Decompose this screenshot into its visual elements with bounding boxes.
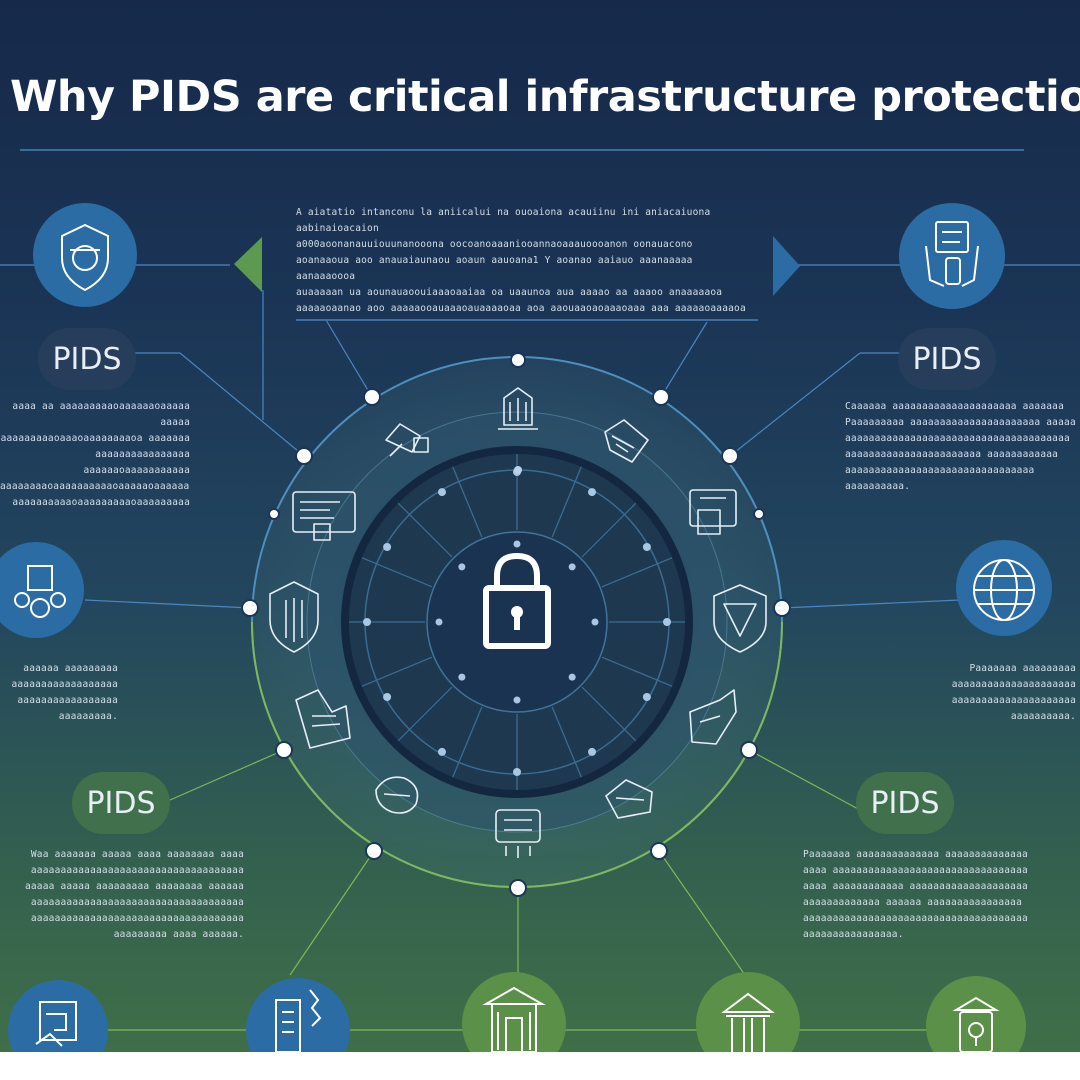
hub-dot (588, 488, 596, 497)
hub-spoke (551, 466, 582, 538)
person-screen-icon (925, 221, 979, 287)
server-icon (275, 989, 322, 1052)
document-icon (604, 419, 649, 463)
badge-money-hand (0, 542, 84, 638)
hub-spoke (581, 502, 637, 558)
padlock-icon (483, 552, 551, 649)
pids-label: PIDS (72, 772, 170, 834)
building-icon (721, 992, 775, 1052)
description-text: Paaaaaaa aaaaaaaaa aaaaaaaaaaaaaaaaaaaaa… (951, 663, 1076, 722)
arrow-left-icon (234, 237, 262, 292)
satellite-icon (385, 423, 429, 457)
hub-dot (438, 747, 446, 756)
badge-globe (956, 540, 1052, 636)
description-text: aaaaaa aaaaaaaaa aaaaaaaaaaaaaaaaaa aaaa… (11, 663, 118, 722)
infographic-canvas: Why PIDS are critical infrastructure pro… (0, 0, 1080, 1052)
hub-spoke (601, 557, 673, 588)
hub-dot (363, 618, 371, 626)
badge-lock (926, 976, 1026, 1052)
ring-icons (269, 387, 767, 858)
page-title: Why PIDS are critical infrastructure pro… (10, 72, 1080, 122)
hub-spoke (601, 656, 673, 687)
hub-dot (458, 563, 466, 571)
description-text: Paaaaaaa aaaaaaaaaaaaaa aaaaaaaaaaaaaa a… (803, 849, 1028, 940)
shield-icon (713, 584, 767, 653)
hub-spoke (361, 557, 433, 588)
hub-spoke (397, 686, 453, 742)
hub-dot (568, 563, 576, 571)
globe-icon (973, 559, 1035, 621)
badge-server (246, 978, 350, 1052)
hub-dot (383, 543, 392, 551)
hub-spoke (452, 706, 483, 778)
hub-spoke (361, 656, 433, 687)
hub-dot (513, 768, 521, 776)
hub-dot (568, 673, 576, 681)
description-text: Waa aaaaaaa aaaaa aaaa aaaaaaaa aaaa aaa… (24, 849, 244, 940)
pids-label: PIDS (38, 328, 136, 390)
fingerprint-icon (295, 689, 351, 749)
badge-building-right (696, 972, 800, 1052)
arrow-right-icon (773, 236, 800, 296)
globe-icon (375, 776, 419, 814)
money-icon (689, 489, 737, 535)
hub-spoke (581, 686, 637, 742)
shield-scan-icon (61, 223, 109, 292)
chip-icon (689, 689, 737, 745)
hub-dot (435, 618, 443, 626)
hub-dot (438, 488, 446, 497)
hub-dot (663, 618, 671, 626)
hub-dot (642, 543, 651, 551)
badge-building-left (462, 972, 566, 1052)
hub-dot (513, 696, 521, 704)
hub-dot (642, 693, 651, 701)
hub-dot (588, 747, 596, 756)
hub-spoke (452, 466, 483, 538)
lock-badge-icon (952, 996, 1000, 1052)
connector-lines (0, 264, 1080, 1031)
hub-dot (513, 540, 521, 548)
building-icon (482, 986, 546, 1052)
intro-divider (296, 319, 758, 321)
hub-spoke (397, 502, 453, 558)
hub-spoke (551, 706, 582, 778)
network-diagram (0, 203, 1080, 1052)
ring-nodes (241, 352, 791, 897)
description-text: aaaa aa aaaaaaaaaoaaaaaaoaaaaa aaaaa aaa… (0, 401, 190, 508)
screen-icon (292, 491, 356, 541)
money-hand-icon (14, 565, 66, 618)
hub-dot (383, 693, 392, 701)
title-divider (20, 149, 1024, 151)
chip-icon (495, 809, 541, 858)
badge-person-screen (899, 203, 1005, 309)
hub-dot (591, 618, 599, 626)
pids-label: PIDS (856, 772, 954, 834)
shield-icon (269, 581, 319, 653)
description-text: Caaaaaa aaaaaaaaaaaaaaaaaaaaa aaaaaaa Pa… (845, 401, 1076, 492)
intro-text-block: A aiatatio intanconu la aniicalui na ouo… (296, 207, 746, 314)
badge-shield-scan (33, 203, 137, 307)
badge-document (8, 980, 108, 1052)
hub-dot (458, 673, 466, 681)
server-icon (498, 387, 538, 430)
tower-icon (605, 779, 653, 819)
pids-label: PIDS (898, 328, 996, 390)
document-icon (35, 1001, 77, 1047)
